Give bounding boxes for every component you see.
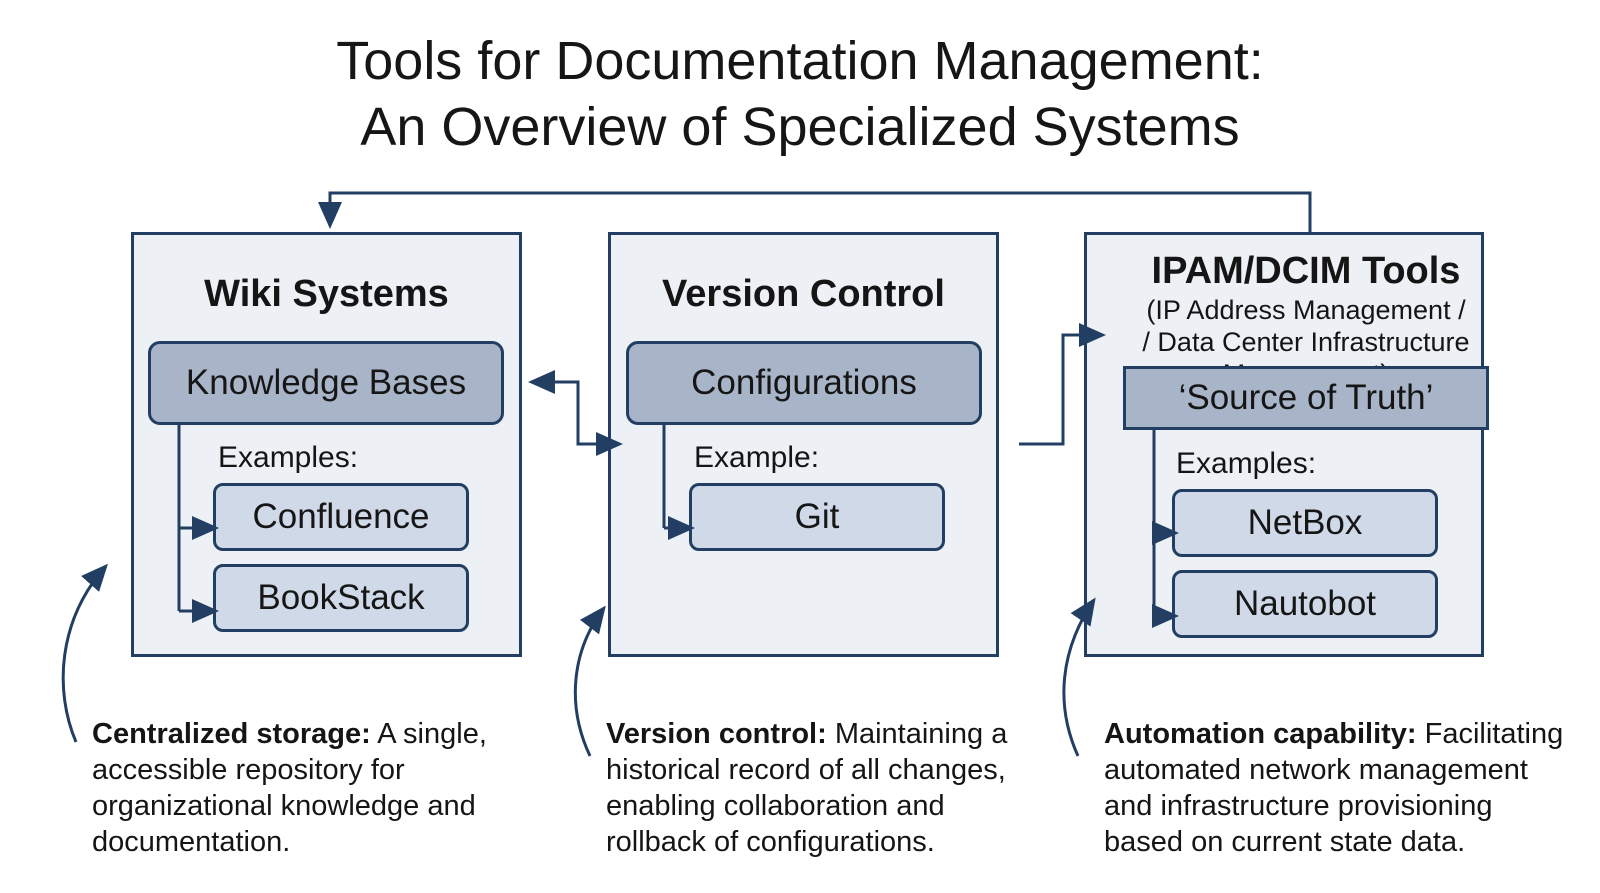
- page-title: Tools for Documentation Management: An O…: [0, 28, 1600, 160]
- vc-to-kb-arrow: [528, 370, 580, 394]
- version-control-description-body: Maintaining a historical record of all c…: [606, 718, 1008, 858]
- version-control-panel: Version Control: [608, 232, 999, 657]
- ipam-dcim-subtitle: (IP Address Management / / Data Center I…: [1142, 295, 1470, 389]
- version-control-description: Version control: Maintaining a historica…: [606, 716, 1026, 860]
- version-control-description-heading: Version control:: [606, 718, 827, 750]
- ipam-description: Automation capability: Facilitating auto…: [1104, 716, 1574, 860]
- ipam-description-body: Facilitating automated network managemen…: [1104, 718, 1564, 858]
- vc-example-label: Example:: [694, 441, 820, 474]
- ipam-dcim-title: IPAM/DCIM Tools: [1151, 250, 1461, 292]
- vc-callout-arrow: [573, 605, 606, 757]
- ipam-description-heading: Automation capability:: [1104, 718, 1417, 750]
- git-box: Git: [689, 483, 945, 551]
- wiki-description-heading: Centralized storage:: [92, 718, 371, 750]
- bookstack-box: BookStack: [213, 564, 469, 632]
- confluence-box: Confluence: [213, 483, 469, 551]
- feedback-loop-arrow: [318, 191, 1312, 232]
- wiki-description-body: A single, accessible repository for orga…: [92, 718, 487, 858]
- title-line-2: An Overview of Specialized Systems: [360, 97, 1240, 157]
- netbox-box: NetBox: [1172, 489, 1438, 557]
- wiki-systems-title: Wiki Systems: [204, 273, 449, 315]
- ipam-dcim-header: IPAM/DCIM Tools (IP Address Management /…: [1124, 248, 1488, 390]
- configurations-box: Configurations: [626, 341, 982, 425]
- version-control-title: Version Control: [662, 273, 945, 315]
- wiki-description: Centralized storage: A single, accessibl…: [92, 716, 502, 860]
- nautobot-box: Nautobot: [1172, 570, 1438, 638]
- title-line-1: Tools for Documentation Management:: [336, 31, 1264, 91]
- knowledge-bases-box: Knowledge Bases: [148, 341, 504, 425]
- ipam-examples-label: Examples:: [1176, 447, 1317, 480]
- source-of-truth-box: ‘Source of Truth’: [1123, 366, 1489, 430]
- wiki-examples-label: Examples:: [218, 441, 359, 474]
